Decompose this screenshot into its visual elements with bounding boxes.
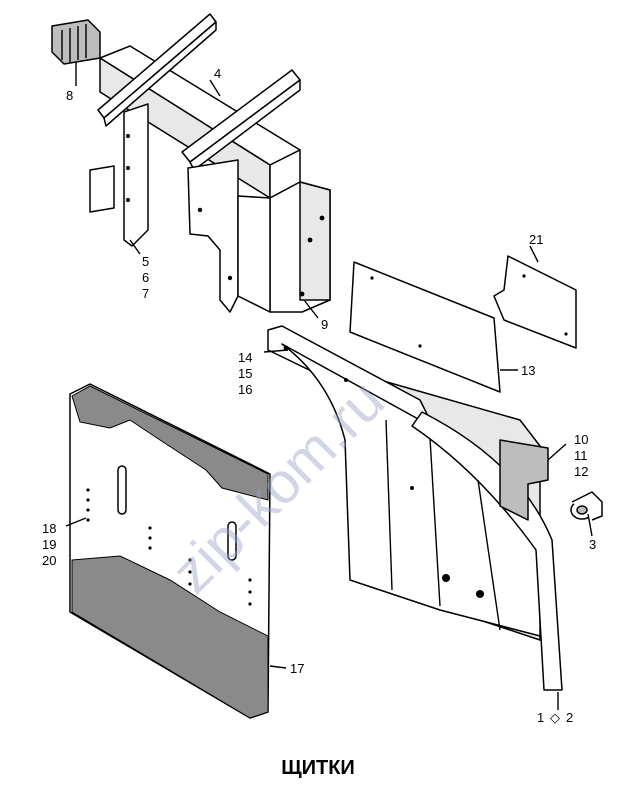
callout-21: 21 xyxy=(529,232,543,247)
spacer-part-3 xyxy=(570,491,603,521)
callout-18: 18 xyxy=(42,521,56,536)
callout-13: 13 xyxy=(521,363,535,378)
mud-flap-17 xyxy=(69,383,271,719)
plate-13 xyxy=(349,261,501,393)
callouts: 8 4 5 6 7 9 21 13 14 15 16 10 11 12 3 18… xyxy=(42,66,596,725)
callout-12: 12 xyxy=(574,464,588,479)
callout-9: 9 xyxy=(321,317,328,332)
plate-21 xyxy=(493,255,577,349)
pair-symbol: ◇ xyxy=(550,710,560,725)
leader-lines xyxy=(65,62,593,710)
callout-6: 6 xyxy=(142,270,149,285)
callout-2: 2 xyxy=(566,710,573,725)
bushing-part-8 xyxy=(51,19,101,65)
callout-11: 11 xyxy=(574,448,588,463)
callout-17: 17 xyxy=(290,661,304,676)
callout-14: 14 xyxy=(238,350,252,365)
callout-5: 5 xyxy=(142,254,149,269)
callout-15: 15 xyxy=(238,366,252,381)
fender-assembly xyxy=(267,325,563,691)
callout-20: 20 xyxy=(42,553,56,568)
bracket-assembly xyxy=(89,13,331,313)
callout-10: 10 xyxy=(574,432,588,447)
callout-7: 7 xyxy=(142,286,149,301)
callout-8: 8 xyxy=(66,88,73,103)
diagram-title: ЩИТКИ xyxy=(281,757,355,779)
callout-3: 3 xyxy=(589,537,596,552)
callout-1: 1 xyxy=(537,710,544,725)
callout-4: 4 xyxy=(214,66,221,81)
callout-19: 19 xyxy=(42,537,56,552)
callout-16: 16 xyxy=(238,382,252,397)
